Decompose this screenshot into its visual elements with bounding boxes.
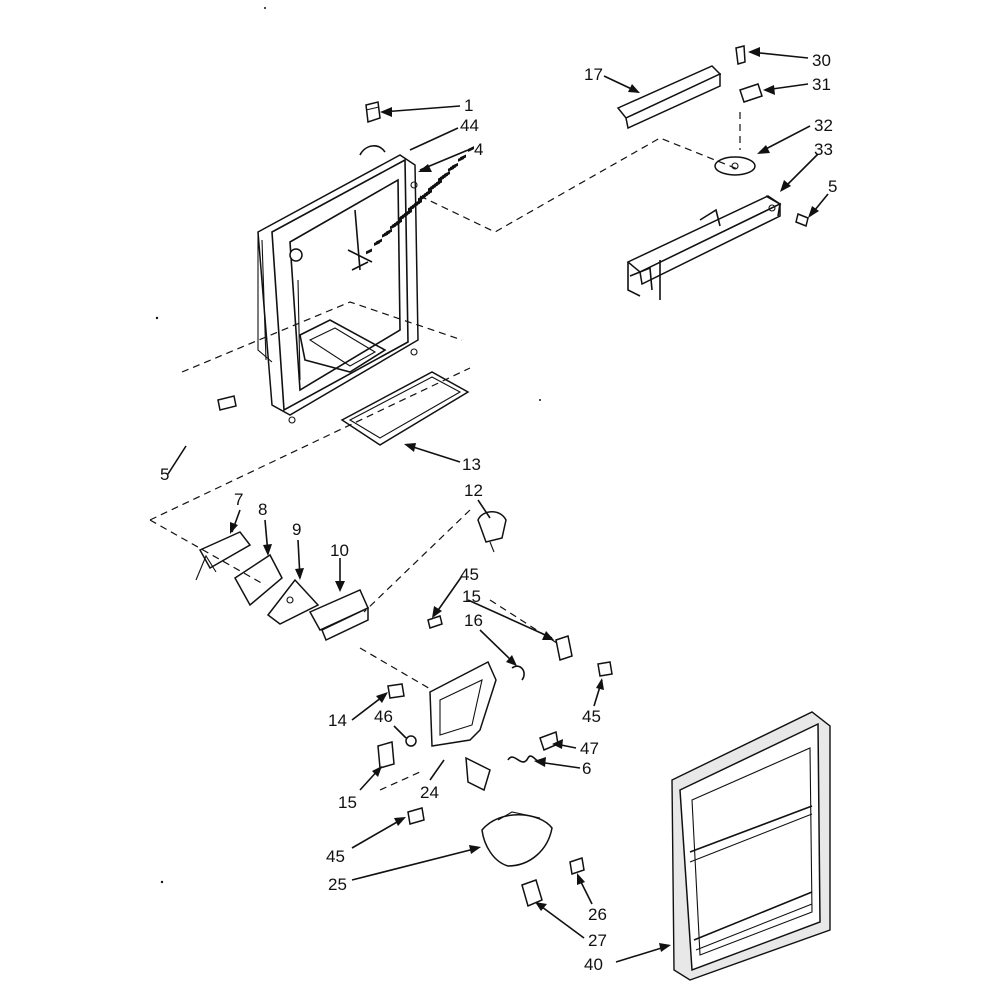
part-14-button bbox=[387, 683, 405, 699]
callout-17: 17 bbox=[584, 65, 603, 84]
part-24-lever bbox=[429, 660, 497, 792]
callout-16: 16 bbox=[464, 611, 483, 630]
part-45-screw-a bbox=[427, 615, 443, 629]
callout-9: 9 bbox=[292, 520, 301, 539]
callout-40: 40 bbox=[584, 955, 603, 974]
callout-13: 13 bbox=[462, 455, 481, 474]
callout-14: 14 bbox=[328, 711, 347, 730]
callout-8: 8 bbox=[258, 500, 267, 519]
grille-hole bbox=[398, 215, 404, 222]
callout-15-a: 15 bbox=[462, 587, 481, 606]
callout-1: 1 bbox=[464, 96, 473, 115]
part-32-plate bbox=[714, 156, 756, 176]
callout-27: 27 bbox=[588, 931, 607, 950]
grille-hole bbox=[408, 205, 414, 212]
callout-44: 44 bbox=[460, 116, 479, 135]
part-25-cup bbox=[481, 811, 553, 867]
dispenser-housing bbox=[257, 145, 419, 424]
callout-33: 33 bbox=[814, 140, 833, 159]
grille-hole bbox=[438, 175, 444, 182]
part-15-bracket-a bbox=[555, 635, 573, 661]
callout-45-c: 45 bbox=[326, 847, 345, 866]
part-30-screw bbox=[735, 45, 746, 65]
part-8-lens bbox=[234, 553, 283, 607]
grille-hole bbox=[366, 248, 372, 255]
grille-hole bbox=[382, 231, 388, 238]
callout-45-a: 45 bbox=[460, 565, 479, 584]
part-9-plate bbox=[266, 578, 320, 625]
part-33-bracket bbox=[626, 195, 782, 300]
callout-32: 32 bbox=[814, 116, 833, 135]
callout-7: 7 bbox=[234, 490, 243, 509]
part-27-plug bbox=[521, 879, 543, 908]
callout-25: 25 bbox=[328, 875, 347, 894]
scan-specks bbox=[155, 7, 541, 884]
part-45-screw-c bbox=[407, 807, 425, 825]
grille-hole bbox=[428, 185, 434, 192]
part-16-spring bbox=[511, 665, 525, 681]
part-46-pin bbox=[405, 735, 417, 747]
callout-5-right: 5 bbox=[828, 177, 837, 196]
callout-45-b: 45 bbox=[582, 707, 601, 726]
grille-hole bbox=[390, 223, 396, 230]
grille-hole bbox=[458, 156, 464, 162]
part-17-bar bbox=[616, 65, 722, 130]
grille-hole bbox=[374, 240, 380, 247]
part-7-frame bbox=[195, 531, 252, 581]
leader-lines bbox=[167, 47, 829, 963]
callout-10: 10 bbox=[330, 541, 349, 560]
callout-12: 12 bbox=[464, 481, 483, 500]
callout-6: 6 bbox=[582, 759, 591, 778]
part-40-front-panel bbox=[671, 711, 831, 981]
callout-15-b: 15 bbox=[338, 793, 357, 812]
grille-hole bbox=[448, 165, 454, 172]
callout-24: 24 bbox=[420, 783, 439, 802]
part-1-cap bbox=[365, 101, 381, 124]
callout-4: 4 bbox=[474, 140, 483, 159]
part-45-screw-b bbox=[597, 661, 613, 677]
part-10-actuator bbox=[308, 589, 369, 642]
part-47-clip bbox=[539, 730, 559, 752]
part-5-screw-left bbox=[217, 395, 237, 411]
callout-30: 30 bbox=[812, 51, 831, 70]
grille-hole bbox=[468, 146, 474, 152]
part-31-clip bbox=[739, 83, 763, 103]
part-12-switch bbox=[477, 511, 507, 553]
callout-labels: 1 44 4 17 30 31 32 33 5 5 13 12 7 8 9 10… bbox=[160, 51, 837, 974]
callout-31: 31 bbox=[812, 75, 831, 94]
callout-47: 47 bbox=[580, 739, 599, 758]
part-5-screw-right bbox=[795, 212, 809, 228]
callout-5-left: 5 bbox=[160, 465, 169, 484]
assembly-lines bbox=[149, 112, 741, 791]
part-15-bracket-b bbox=[377, 741, 395, 769]
part-26-screw bbox=[569, 857, 585, 875]
callout-46: 46 bbox=[374, 707, 393, 726]
callout-26: 26 bbox=[588, 905, 607, 924]
